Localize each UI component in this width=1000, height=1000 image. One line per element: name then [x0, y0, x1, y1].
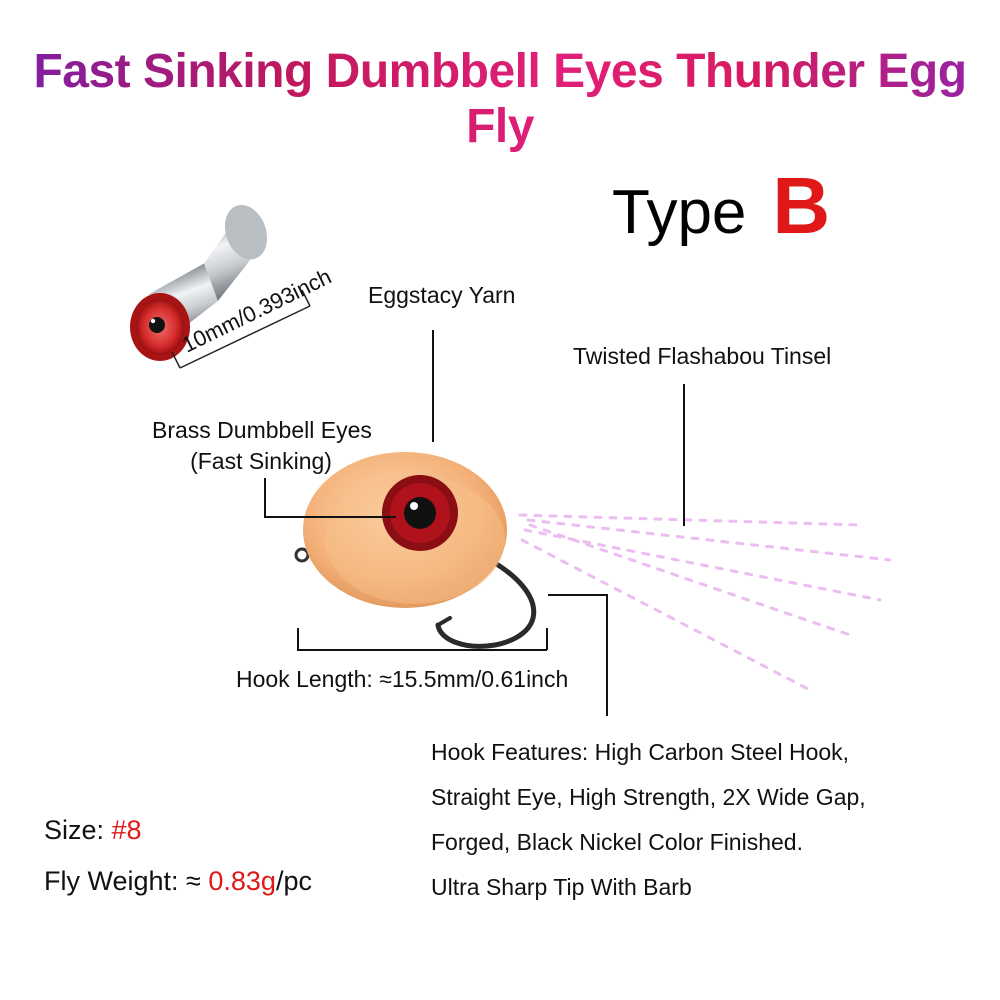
tinsel-label: Twisted Flashabou Tinsel: [573, 343, 832, 369]
hook-features-line: Hook Features: High Carbon Steel Hook,: [431, 739, 850, 765]
hook-length-tick-right: [546, 628, 548, 650]
brass-eyes-leader-v: [264, 478, 266, 516]
brass-eyes-label: Brass Dumbbell Eyes (Fast Sinking): [152, 417, 372, 475]
size-spec: Size: #8: [44, 815, 142, 846]
weight-unit: /pc: [275, 866, 312, 896]
page-title: Fast Sinking Dumbbell Eyes Thunder Egg F…: [0, 44, 1000, 154]
hook-features-line: Straight Eye, High Strength, 2X Wide Gap…: [431, 784, 866, 810]
brass-eyes-line1: Brass Dumbbell Eyes: [152, 417, 372, 443]
fly-image: [294, 452, 892, 692]
dumbbell-eye-image: [130, 205, 268, 361]
tinsel-leader: [683, 384, 685, 526]
hook-features: Hook Features: High Carbon Steel Hook, S…: [431, 730, 866, 910]
type-word: Type: [612, 178, 747, 247]
hook-length-label: Hook Length: ≈15.5mm/0.61inch: [236, 666, 569, 692]
hook-length-bar: [297, 649, 547, 651]
hook-length-tick-left: [297, 628, 299, 650]
hook-features-leader-v: [606, 594, 608, 716]
brass-eyes-line2: (Fast Sinking): [190, 448, 332, 474]
eggstacy-yarn-leader: [432, 330, 434, 442]
type-letter: B: [772, 161, 831, 250]
hook-features-leader-h: [548, 594, 606, 596]
size-value: #8: [111, 815, 142, 845]
hook-features-line: Ultra Sharp Tip With Barb: [431, 874, 692, 900]
weight-spec: Fly Weight: ≈ 0.83g/pc: [44, 866, 312, 897]
eggstacy-yarn-label: Eggstacy Yarn: [368, 282, 516, 308]
dimension-bracket: [171, 289, 311, 369]
size-label: Size:: [44, 815, 112, 845]
type-label: Type B: [612, 160, 830, 252]
weight-value: 0.83g: [208, 866, 276, 896]
weight-label: Fly Weight: ≈: [44, 866, 209, 896]
hook-features-line: Forged, Black Nickel Color Finished.: [431, 829, 803, 855]
brass-eyes-leader-h: [264, 516, 396, 518]
